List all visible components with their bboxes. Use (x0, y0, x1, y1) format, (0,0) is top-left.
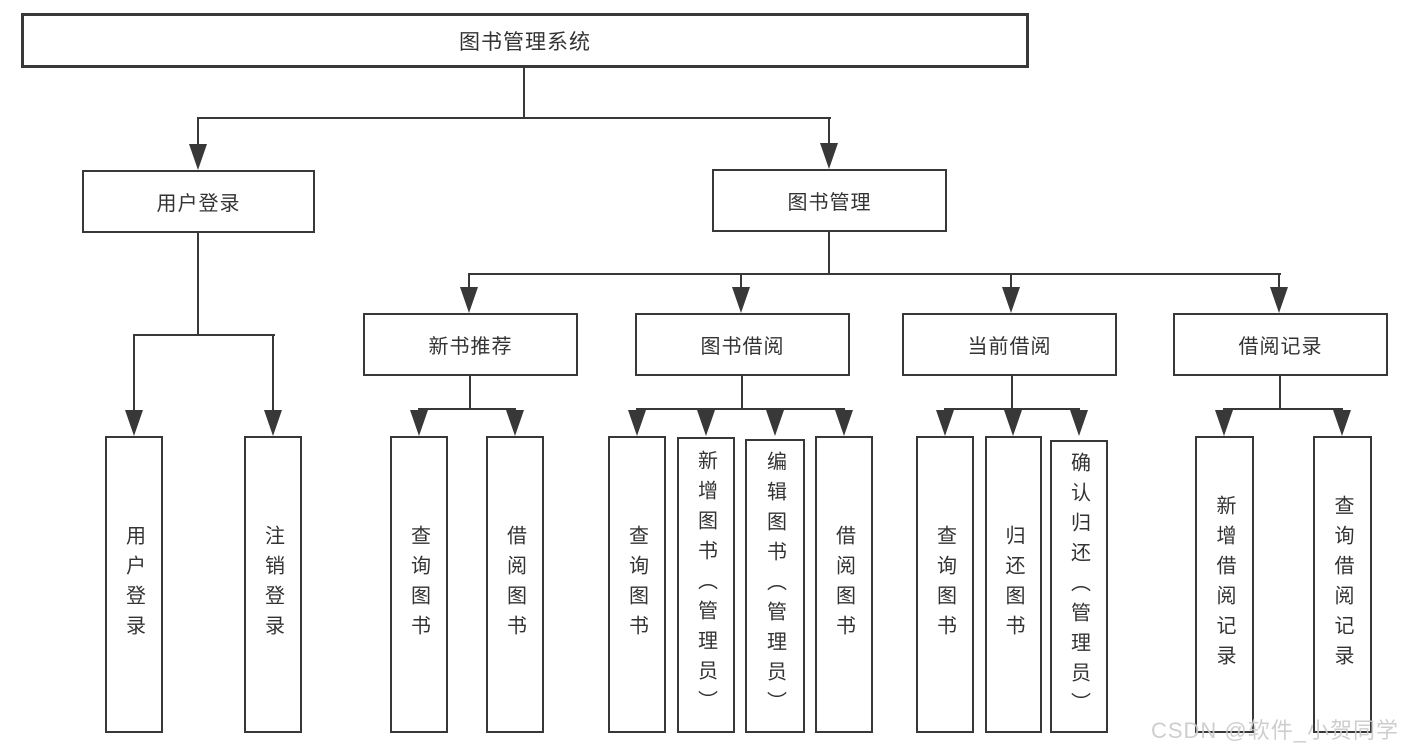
connector-sec1-drop (468, 273, 470, 289)
leaf-rec-borrow-books: 借阅图书 (486, 436, 544, 733)
leaf-query-borrow-record-label: 查询借阅记录 (1331, 494, 1353, 675)
arrow-sec2-leaf2-icon (697, 410, 715, 436)
connector-login-leaf1-drop (133, 334, 135, 412)
connector-login-stub (197, 233, 199, 334)
leaf-cur-return-books-label: 归还图书 (1002, 524, 1024, 645)
arrow-sec2-icon (732, 287, 750, 313)
connector-sec1-rail (418, 408, 516, 410)
arrow-sec3-leaf3-icon (1070, 410, 1088, 436)
node-user-login: 用户登录 (82, 170, 315, 233)
connector-sec3-stub (1011, 376, 1013, 408)
node-new-book-recommend-label: 新书推荐 (428, 336, 513, 358)
leaf-logout-label: 注销登录 (261, 524, 284, 645)
connector-sec2-drop (740, 273, 742, 289)
leaf-bor-borrow-books-label: 借阅图书 (832, 524, 855, 645)
node-root-label: 图书管理系统 (459, 30, 591, 54)
connector-sec2-rail (636, 408, 845, 410)
leaf-add-borrow-record-label: 新增借阅记录 (1213, 494, 1235, 675)
leaf-cur-return-books: 归还图书 (985, 436, 1042, 733)
node-current-borrow-label: 当前借阅 (967, 336, 1052, 358)
arrow-login-leaf1-icon (125, 410, 143, 436)
arrow-sec4-leaf2-icon (1333, 410, 1351, 436)
node-user-login-label: 用户登录 (156, 193, 241, 215)
node-new-book-recommend: 新书推荐 (363, 313, 578, 376)
connector-mgmt-drop (828, 117, 830, 145)
leaf-cur-confirm-return-admin: 确认归还（管理员） (1050, 440, 1108, 733)
leaf-bor-edit-books-admin: 编辑图书（管理员） (745, 439, 805, 733)
node-book-borrow-label: 图书借阅 (700, 336, 785, 358)
leaf-bor-add-books-admin: 新增图书（管理员） (677, 437, 735, 733)
arrow-sec1-leaf1-icon (410, 410, 428, 436)
leaf-bor-add-books-admin-label: 新增图书（管理员） (694, 450, 717, 720)
arrow-sec2-leaf1-icon (628, 410, 646, 436)
node-book-borrow: 图书借阅 (635, 313, 850, 376)
connector-sec1-stub (469, 376, 471, 408)
arrow-sec3-leaf1-icon (936, 410, 954, 436)
connector-login-drop (197, 117, 199, 146)
leaf-rec-borrow-books-label: 借阅图书 (503, 524, 526, 645)
leaf-rec-query-books: 查询图书 (390, 436, 448, 733)
arrow-sec4-leaf1-icon (1215, 410, 1233, 436)
arrow-sec2-leaf3-icon (766, 410, 784, 436)
leaf-query-borrow-record: 查询借阅记录 (1313, 436, 1372, 733)
leaf-bor-edit-books-admin-label: 编辑图书（管理员） (763, 451, 786, 721)
connector-login-rail (133, 334, 275, 336)
connector-sec3-rail (944, 408, 1080, 410)
leaf-bor-borrow-books: 借阅图书 (815, 436, 873, 733)
leaf-add-borrow-record: 新增借阅记录 (1195, 436, 1254, 733)
leaf-cur-query-books-label: 查询图书 (933, 524, 956, 645)
leaf-bor-query-books-label: 查询图书 (625, 524, 648, 645)
node-current-borrow: 当前借阅 (902, 313, 1117, 376)
arrow-login-leaf2-icon (264, 410, 282, 436)
arrow-sec2-leaf4-icon (835, 410, 853, 436)
connector-level2-rail (197, 117, 831, 119)
node-book-management: 图书管理 (712, 169, 947, 232)
node-borrow-records-label: 借阅记录 (1238, 336, 1323, 358)
node-root: 图书管理系统 (21, 13, 1029, 68)
connector-sec2-stub (741, 376, 743, 408)
arrow-sec4-icon (1270, 287, 1288, 313)
leaf-rec-query-books-label: 查询图书 (407, 524, 430, 645)
csdn-watermark: CSDN @软件_小贺同学 (1150, 718, 1399, 743)
leaf-user-login: 用户登录 (105, 436, 163, 733)
leaf-cur-confirm-return-admin-label: 确认归还（管理员） (1067, 451, 1090, 722)
connector-sec4-drop (1278, 273, 1280, 289)
arrow-sec1-icon (460, 287, 478, 313)
leaf-logout: 注销登录 (244, 436, 302, 733)
connector-root-stub (523, 68, 525, 117)
arrow-sec3-leaf2-icon (1004, 410, 1022, 436)
leaf-cur-query-books: 查询图书 (916, 436, 974, 733)
connector-login-leaf2-drop (272, 334, 274, 412)
arrow-sec3-icon (1002, 287, 1020, 313)
connector-sec3-drop (1010, 273, 1012, 289)
leaf-bor-query-books: 查询图书 (608, 436, 666, 733)
node-book-management-label: 图书管理 (787, 192, 872, 214)
connector-sec4-stub (1279, 376, 1281, 408)
arrow-sec1-leaf2-icon (506, 410, 524, 436)
node-borrow-records: 借阅记录 (1173, 313, 1388, 376)
connector-sec4-rail (1223, 408, 1343, 410)
connector-mgmt-stub (828, 232, 830, 273)
connector-level3-rail (469, 273, 1281, 275)
arrow-to-mgmt-icon (820, 143, 838, 169)
arrow-to-login-icon (189, 144, 207, 170)
leaf-user-login-label: 用户登录 (122, 524, 145, 645)
